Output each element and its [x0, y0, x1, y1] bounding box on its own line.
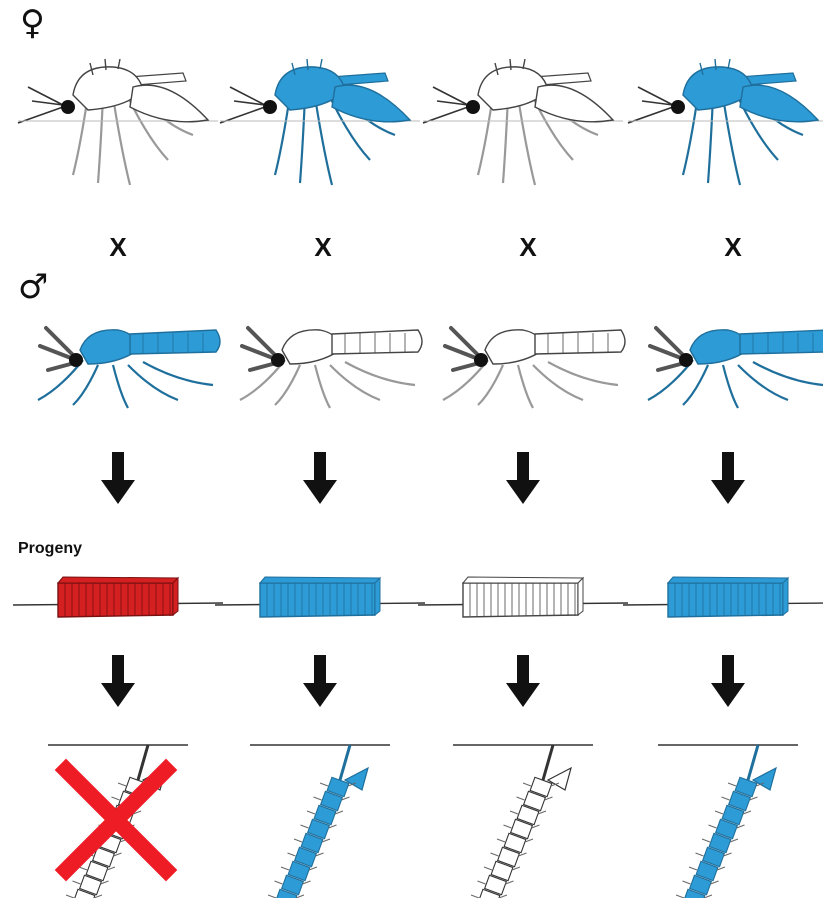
female-mosquito-2 — [220, 59, 420, 185]
egg-raft-3 — [418, 577, 628, 617]
down-arrow-1 — [101, 452, 135, 504]
female-mosquito-3 — [423, 59, 623, 185]
larva-1 — [48, 745, 188, 898]
down-arrow-5 — [101, 655, 135, 707]
down-arrow-2 — [303, 452, 337, 504]
down-arrow-7 — [506, 655, 540, 707]
down-arrow-3 — [506, 452, 540, 504]
male-mosquito-3 — [443, 328, 625, 408]
larva-4 — [658, 745, 798, 898]
female-mosquito-4 — [628, 59, 823, 185]
male-mosquito-2 — [240, 328, 422, 408]
egg-raft-4 — [623, 577, 823, 617]
larva-3 — [453, 745, 593, 898]
egg-raft-1 — [13, 577, 223, 617]
down-arrow-4 — [711, 452, 745, 504]
larva-2 — [250, 745, 390, 898]
male-mosquito-4 — [648, 328, 823, 408]
egg-raft-2 — [215, 577, 425, 617]
male-mosquito-1 — [38, 328, 220, 408]
down-arrow-6 — [303, 655, 337, 707]
down-arrow-8 — [711, 655, 745, 707]
female-mosquito-1 — [18, 59, 218, 185]
